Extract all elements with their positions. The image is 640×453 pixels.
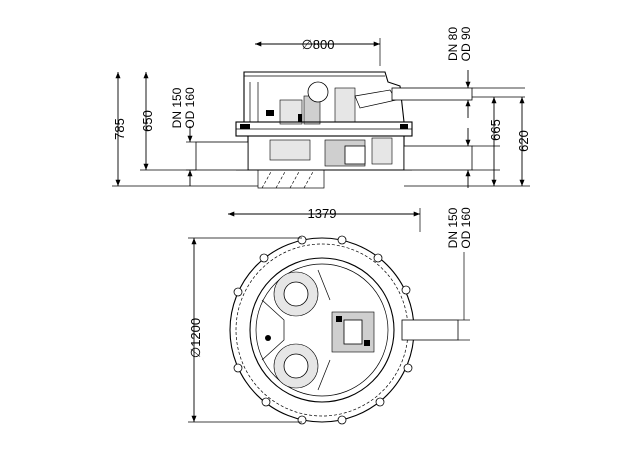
side-tank-body — [235, 71, 413, 189]
bolt-hole — [337, 415, 347, 425]
dim-1379-label: 1379 — [308, 206, 337, 221]
dim-785-label: 785 — [112, 118, 127, 140]
bolt-hole — [261, 397, 271, 407]
bolt-hole — [233, 363, 243, 373]
dim-650-label: 650 — [140, 110, 155, 132]
bolt-hole — [375, 397, 385, 407]
pump-housing-left — [279, 99, 303, 125]
bolt-hole — [233, 287, 243, 297]
dim-665-label: 665 — [488, 119, 503, 141]
dimension-top-diameter: ∅800 — [255, 37, 381, 66]
side-view: ∅800 — [112, 26, 531, 189]
dimension-height-665: 665 — [488, 97, 503, 186]
dimension-diameter-1200: ∅1200 — [188, 237, 302, 423]
bolt-hole — [297, 415, 307, 425]
outlet-top-dn-label: DN 80 — [446, 27, 460, 61]
inlet-right-dn-label: DN 150 — [446, 207, 460, 248]
side-outlet-pipe-right — [403, 145, 500, 171]
dimension-height-620: 620 — [404, 97, 531, 187]
dim-top-width-label: ∅800 — [301, 37, 334, 52]
plan-inlet-pipe-right: DN 150 OD 160 — [401, 207, 473, 341]
bolt-hole — [337, 235, 347, 245]
inlet-left-od-label: OD 160 — [183, 87, 197, 129]
side-discharge-pipe-top — [391, 87, 525, 101]
dimension-height-650: 650 — [140, 72, 196, 171]
dimension-height-785: 785 — [112, 72, 258, 187]
inlet-left-dn-label: DN 150 — [170, 87, 184, 128]
dim-1200-label: ∅1200 — [188, 318, 203, 358]
plan-internals — [261, 269, 375, 391]
bolt-hole — [401, 285, 411, 295]
bolt-hole — [297, 235, 307, 245]
dimension-outlet-top: DN 80 OD 90 — [446, 26, 473, 118]
plan-view: 1379 — [188, 206, 473, 425]
bolt-hole — [259, 253, 269, 263]
dimension-inlet-left: DN 150 OD 160 — [170, 87, 197, 186]
bolt-hole — [403, 363, 413, 373]
side-inlet-pipe-left — [186, 141, 249, 171]
dimension-overall-width: 1379 — [228, 206, 421, 232]
dim-620-label: 620 — [516, 130, 531, 152]
plan-tank-outline — [229, 235, 415, 425]
bolt-hole — [373, 253, 383, 263]
inlet-right-od-label: OD 160 — [459, 207, 473, 249]
outlet-top-od-label: OD 90 — [459, 26, 473, 61]
